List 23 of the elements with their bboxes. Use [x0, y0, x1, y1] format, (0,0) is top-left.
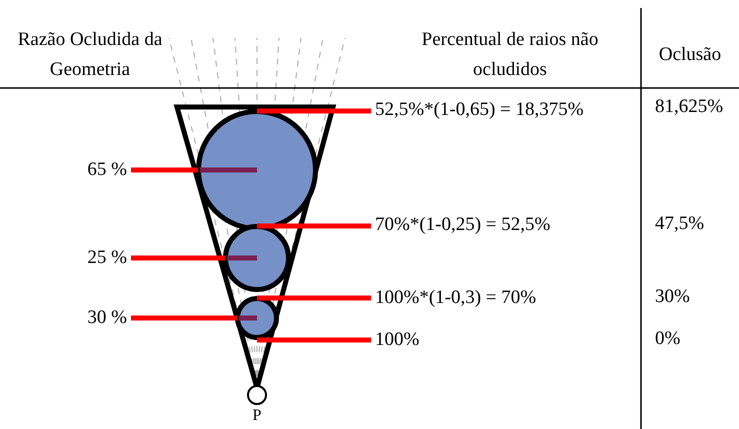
- leader-line: [257, 338, 371, 342]
- occlusion-ratio-label: 30 %: [55, 306, 127, 330]
- column-header: Razão Ocludida da Geometria: [16, 28, 164, 82]
- point-label: P: [252, 407, 262, 425]
- unoccluded-ray-formula: 52,5%*(1-0,65) = 18,375%: [375, 98, 640, 122]
- column-header: Oclusão: [658, 43, 722, 67]
- unoccluded-ray-formula: 70%*(1-0,25) = 52,5%: [375, 213, 640, 237]
- leader-line: [257, 108, 371, 114]
- occlusion-value: 0%: [655, 327, 680, 351]
- occlusion-ratio-label: 65 %: [55, 158, 127, 182]
- leader-line: [131, 316, 237, 320]
- occlusion-value: 30%: [655, 285, 690, 309]
- leader-line: [131, 256, 225, 260]
- occlusion-ratio-label: 25 %: [55, 246, 127, 270]
- unoccluded-ray-formula: 100%: [375, 328, 640, 352]
- leader-line: [257, 224, 371, 228]
- leader-line: [257, 296, 371, 300]
- occlusion-value: 47,5%: [655, 212, 704, 236]
- unoccluded-ray-formula: 100%*(1-0,3) = 70%: [375, 286, 640, 310]
- leader-line: [131, 168, 198, 172]
- viewpoint-circle: [247, 385, 267, 405]
- column-header: Percentual de raios não ocludidos: [420, 28, 600, 82]
- occlusion-value: 81,625%: [655, 95, 724, 119]
